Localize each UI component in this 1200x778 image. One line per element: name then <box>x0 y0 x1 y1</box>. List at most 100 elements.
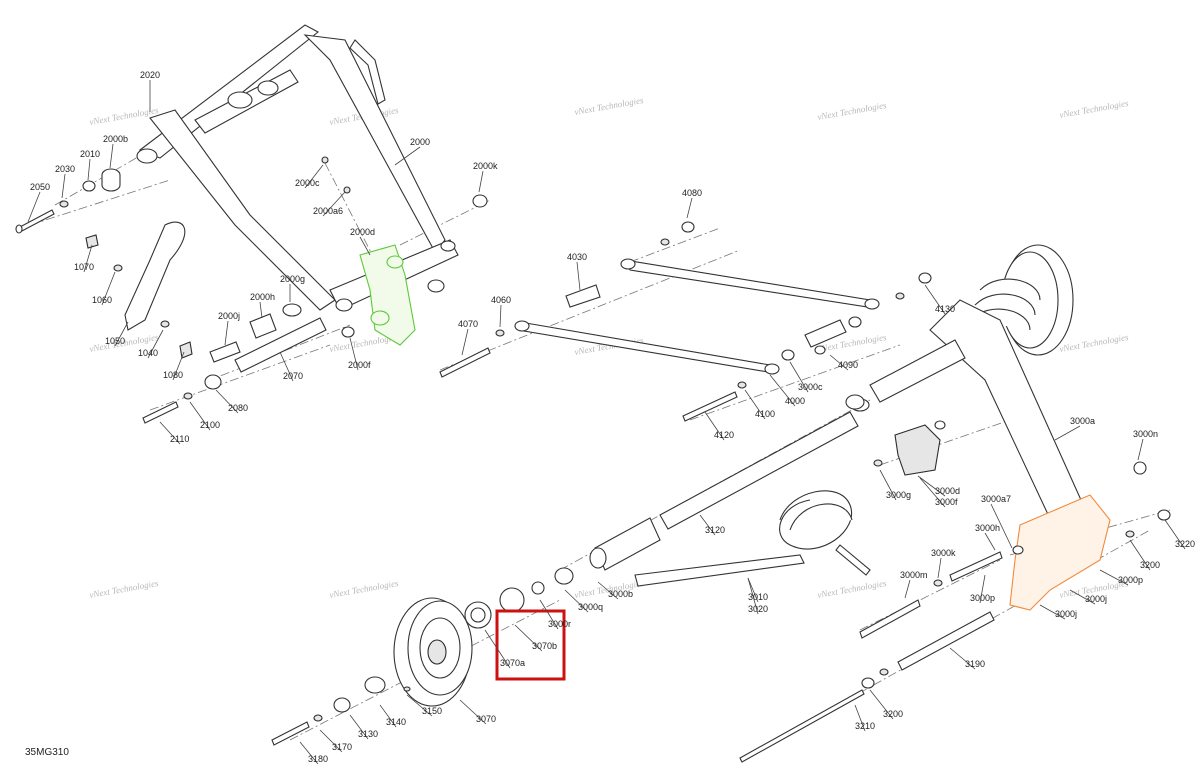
watermark-text: vNext Technologies <box>89 105 160 127</box>
callout-label-3000a7: 3000a7 <box>981 494 1011 504</box>
callout-label-3180: 3180 <box>308 754 328 764</box>
callout-leader <box>747 577 759 615</box>
callout-label-3000a: 3000a <box>1070 416 1095 426</box>
callout-leader <box>114 321 129 347</box>
watermark-logo: vNext Technologies <box>817 578 888 600</box>
callout-leader <box>215 389 239 414</box>
watermark-text: vNext Technologies <box>817 100 888 122</box>
callout-label-3200: 3200 <box>883 709 903 719</box>
callout-leader <box>172 351 185 381</box>
callout-label-2000: 2000 <box>410 137 430 147</box>
callout-leader <box>349 337 359 371</box>
callout-leader <box>224 320 229 346</box>
callout-label-2080: 2080 <box>228 403 248 413</box>
callout-leader <box>394 146 421 166</box>
callout-label-3000r: 3000r <box>548 619 571 629</box>
callout-leader <box>514 624 543 652</box>
callout-leader <box>322 191 346 217</box>
callout-label-3010: 3010 <box>748 592 768 602</box>
callout-leader <box>1039 604 1066 620</box>
callout-leader <box>1099 569 1129 586</box>
callout-leader <box>304 164 324 189</box>
callout-label-3000b: 3000b <box>608 589 633 599</box>
callout-label-3170: 3170 <box>332 742 352 752</box>
callout-label-3140: 3140 <box>386 717 406 727</box>
callout-label-3000j: 3000j <box>1055 609 1077 619</box>
watermark-text: vNext Technologies <box>1059 332 1130 354</box>
callout-label-3200: 3200 <box>1140 560 1160 570</box>
callout-leader <box>539 599 559 630</box>
callout-leader <box>406 694 433 717</box>
callout-label-2000d: 2000d <box>350 227 375 237</box>
callout-leader <box>159 421 181 445</box>
callout-label-3190: 3190 <box>965 659 985 669</box>
callout-label-2000j: 2000j <box>218 311 240 321</box>
rear-link-assembly <box>439 221 932 422</box>
callout-leader <box>299 741 319 765</box>
callout-leader <box>576 261 581 291</box>
callout-label-3000h: 3000h <box>975 523 1000 533</box>
callout-label-3070: 3070 <box>476 714 496 724</box>
callout-leader <box>87 158 91 181</box>
watermark-text: vNext Technologies <box>329 578 400 600</box>
watermark-text: vNext Technologies <box>89 578 160 600</box>
callout-leader <box>83 244 93 273</box>
callout-label-3000p: 3000p <box>970 593 995 603</box>
callout-leader <box>359 236 371 256</box>
callout-leader <box>459 699 487 725</box>
callout-label-2000b: 2000b <box>103 134 128 144</box>
idler-wheel-assembly <box>271 394 871 746</box>
callout-leader <box>769 374 796 407</box>
callout-leader <box>1054 425 1081 441</box>
callout-label-2000a6: 2000a6 <box>313 206 343 216</box>
callout-leader <box>1137 438 1144 461</box>
callout-leader <box>259 301 263 319</box>
callout-label-3000p: 3000p <box>1118 575 1143 585</box>
callout-leader <box>949 647 976 670</box>
callout-label-3000m: 3000m <box>900 570 928 580</box>
callout-label-3000j: 3000j <box>1085 594 1107 604</box>
callout-label-2020: 2020 <box>140 70 160 80</box>
callout-leader <box>984 532 996 551</box>
explosion-axes <box>29 149 1171 761</box>
callout-leader <box>147 329 164 359</box>
callout-leader <box>917 475 946 497</box>
callout-leader <box>1164 519 1186 550</box>
callout-label-3150: 3150 <box>422 706 442 716</box>
callout-label-3000d: 3000d <box>935 486 960 496</box>
callout-leader <box>744 389 766 420</box>
callout-label-3210: 3210 <box>855 721 875 731</box>
callout-label-2110: 2110 <box>170 434 189 444</box>
callout-leader <box>189 401 211 431</box>
callout-label-4100: 4100 <box>755 409 775 419</box>
watermark-logo: vNext Technologies <box>1059 332 1130 354</box>
callout-leader <box>747 577 759 603</box>
watermark-text: vNext Technologies <box>574 95 645 117</box>
callout-label-3000n: 3000n <box>1133 429 1158 439</box>
callout-label-4030: 4030 <box>567 252 587 262</box>
callout-label-3070a: 3070a <box>500 658 525 668</box>
watermark-text: vNext Technologies <box>817 578 888 600</box>
callout-leader <box>699 514 716 536</box>
callout-leader <box>27 191 41 223</box>
diagram-id: 35MG310 <box>25 747 69 758</box>
watermark-logo: vNext Technologies <box>1059 98 1130 120</box>
callout-label-1070: 1070 <box>74 262 94 272</box>
callout-label-3000g: 3000g <box>886 490 911 500</box>
watermark-logo: vNext Technologies <box>89 105 160 127</box>
callout-leader <box>869 689 894 720</box>
callout-leader <box>879 469 897 501</box>
callout-leader <box>686 197 693 219</box>
callout-label-3070b: 3070b <box>532 641 557 651</box>
callout-label-1040: 1040 <box>138 348 158 358</box>
callout-leader <box>61 173 66 199</box>
callout-label-4090: 4090 <box>838 360 858 370</box>
callout-leader <box>1069 589 1096 605</box>
watermark-text: vNext Technologies <box>1059 98 1130 120</box>
callout-label-3120: 3120 <box>705 525 725 535</box>
callout-label-3000c: 3000c <box>798 382 823 392</box>
watermark-logo: vNext Technologies <box>89 578 160 600</box>
highlight-box <box>495 609 566 681</box>
callout-label-4070: 4070 <box>458 319 478 329</box>
